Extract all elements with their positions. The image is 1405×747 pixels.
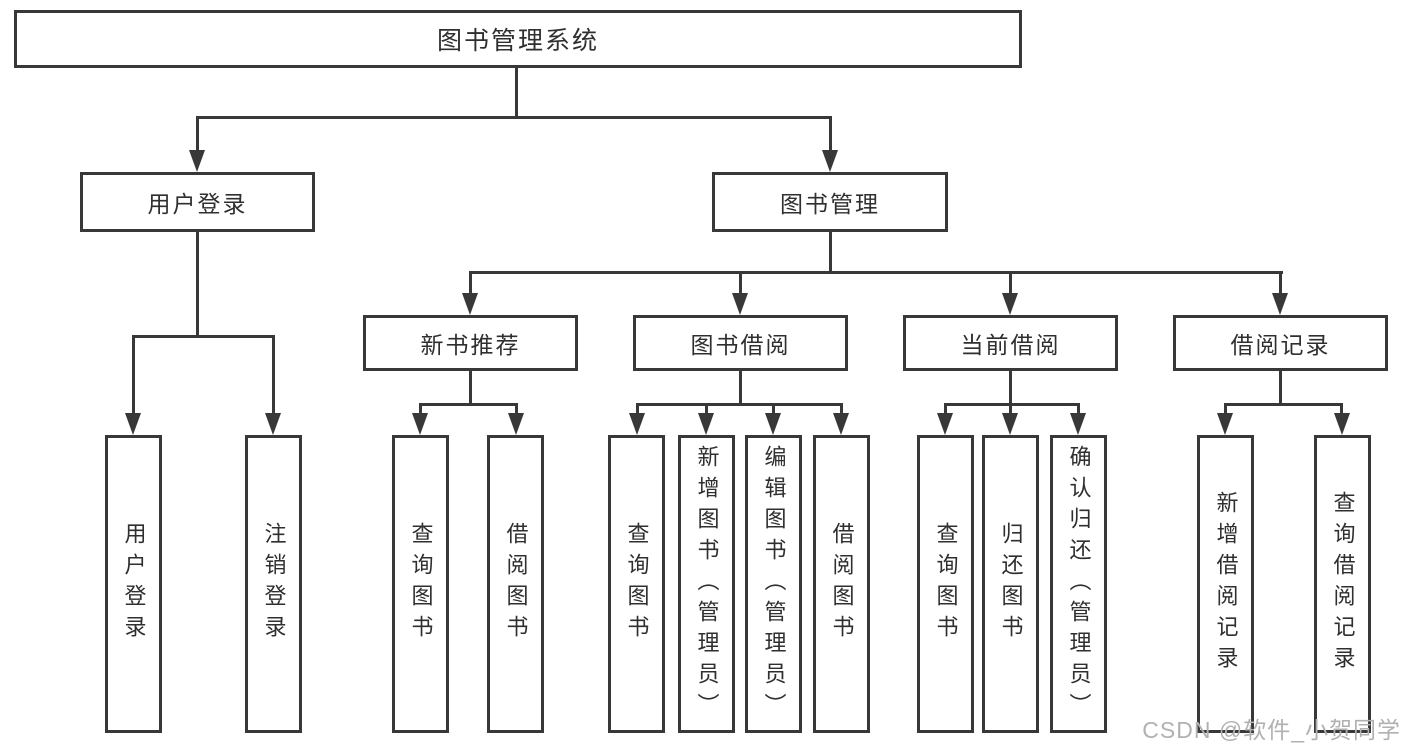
connector-line xyxy=(840,403,843,415)
leaf-confirm-return-admin: 确认归还（管理员） xyxy=(1050,435,1107,733)
node-book-management: 图书管理 xyxy=(712,172,948,232)
connector-line xyxy=(944,403,947,415)
arrow-down-icon xyxy=(1272,293,1288,315)
connector-line xyxy=(1009,369,1012,406)
connector-line xyxy=(196,232,199,338)
leaf-query-borrow-record: 查询借阅记录 xyxy=(1314,435,1371,733)
connector-line xyxy=(196,116,199,154)
leaf-query-books-recommend: 查询图书 xyxy=(392,435,449,733)
connector-line xyxy=(636,403,639,415)
arrow-down-icon xyxy=(189,150,205,172)
arrow-down-icon xyxy=(629,413,645,435)
arrow-down-icon xyxy=(1070,413,1086,435)
node-label: 当前借阅 xyxy=(960,332,1061,358)
node-label: 查询图书 xyxy=(624,522,650,646)
connector-line xyxy=(132,335,135,415)
arrow-down-icon xyxy=(1002,293,1018,315)
node-new-book-recommend: 新书推荐 xyxy=(363,315,578,371)
connector-line xyxy=(196,116,832,119)
connector-line xyxy=(739,369,742,406)
arrow-down-icon xyxy=(1217,413,1233,435)
arrow-down-icon xyxy=(937,413,953,435)
connector-line xyxy=(829,116,832,154)
arrow-down-icon xyxy=(1334,413,1350,435)
leaf-borrow-books-borrowing: 借阅图书 xyxy=(813,435,870,733)
connector-line xyxy=(272,335,275,415)
node-label: 查询图书 xyxy=(933,522,959,646)
connector-line xyxy=(1224,403,1343,406)
arrow-down-icon xyxy=(822,150,838,172)
node-label: 用户登录 xyxy=(147,191,248,217)
arrow-down-icon xyxy=(1002,413,1018,435)
connector-line xyxy=(469,271,1283,274)
arrow-down-icon xyxy=(412,413,428,435)
node-label: 借阅记录 xyxy=(1230,332,1331,358)
connector-line xyxy=(829,232,832,274)
node-label: 归还图书 xyxy=(998,522,1024,646)
arrow-down-icon xyxy=(462,293,478,315)
connector-line xyxy=(1279,369,1282,406)
connector-line xyxy=(132,335,275,338)
arrow-down-icon xyxy=(765,413,781,435)
leaf-logout: 注销登录 xyxy=(245,435,302,733)
node-label: 借阅图书 xyxy=(503,522,529,646)
connector-line xyxy=(1340,403,1343,415)
connector-line xyxy=(419,403,518,406)
leaf-return-books: 归还图书 xyxy=(982,435,1039,733)
leaf-query-books-borrowing: 查询图书 xyxy=(608,435,665,733)
node-label: 新增图书（管理员） xyxy=(694,444,720,724)
node-label: 编辑图书（管理员） xyxy=(761,444,787,724)
csdn-watermark: CSDN @软件_小贺同学 xyxy=(1142,717,1401,743)
connector-line xyxy=(1009,403,1012,415)
leaf-borrow-books-recommend: 借阅图书 xyxy=(487,435,544,733)
arrow-down-icon xyxy=(732,293,748,315)
connector-line xyxy=(636,403,842,406)
connector-line xyxy=(1077,403,1080,415)
connector-line xyxy=(515,403,518,415)
connector-line xyxy=(419,403,422,415)
connector-line xyxy=(469,369,472,406)
arrow-down-icon xyxy=(698,413,714,435)
connector-line xyxy=(515,68,518,118)
arrow-down-icon xyxy=(833,413,849,435)
arrow-down-icon xyxy=(508,413,524,435)
node-system-root: 图书管理系统 xyxy=(14,10,1022,68)
node-label: 图书管理 xyxy=(780,191,880,217)
node-label: 查询图书 xyxy=(408,522,434,646)
connector-line xyxy=(469,271,472,295)
arrow-down-icon xyxy=(125,413,141,435)
connector-line xyxy=(705,403,708,415)
node-label: 借阅图书 xyxy=(829,522,855,646)
node-label: 新书推荐 xyxy=(420,332,521,358)
connector-line xyxy=(1009,271,1012,295)
node-book-borrowing: 图书借阅 xyxy=(633,315,848,371)
node-label: 查询借阅记录 xyxy=(1330,491,1356,677)
leaf-query-books-current: 查询图书 xyxy=(917,435,974,733)
node-current-borrowing: 当前借阅 xyxy=(903,315,1118,371)
node-label: 确认归还（管理员） xyxy=(1066,444,1092,724)
connector-line xyxy=(739,271,742,295)
arrow-down-icon xyxy=(265,413,281,435)
node-borrowing-records: 借阅记录 xyxy=(1173,315,1388,371)
connector-line xyxy=(1224,403,1227,415)
node-label: 图书借阅 xyxy=(690,332,791,358)
connector-line xyxy=(1279,271,1282,295)
leaf-add-book-admin: 新增图书（管理员） xyxy=(678,435,735,733)
node-user-login: 用户登录 xyxy=(80,172,315,232)
leaf-edit-book-admin: 编辑图书（管理员） xyxy=(745,435,802,733)
node-label: 注销登录 xyxy=(261,522,287,646)
node-label: 新增借阅记录 xyxy=(1213,491,1239,677)
leaf-user-login: 用户登录 xyxy=(105,435,162,733)
connector-line xyxy=(772,403,775,415)
node-label: 用户登录 xyxy=(121,522,147,646)
node-label: 图书管理系统 xyxy=(436,27,599,55)
leaf-add-borrow-record: 新增借阅记录 xyxy=(1197,435,1254,733)
